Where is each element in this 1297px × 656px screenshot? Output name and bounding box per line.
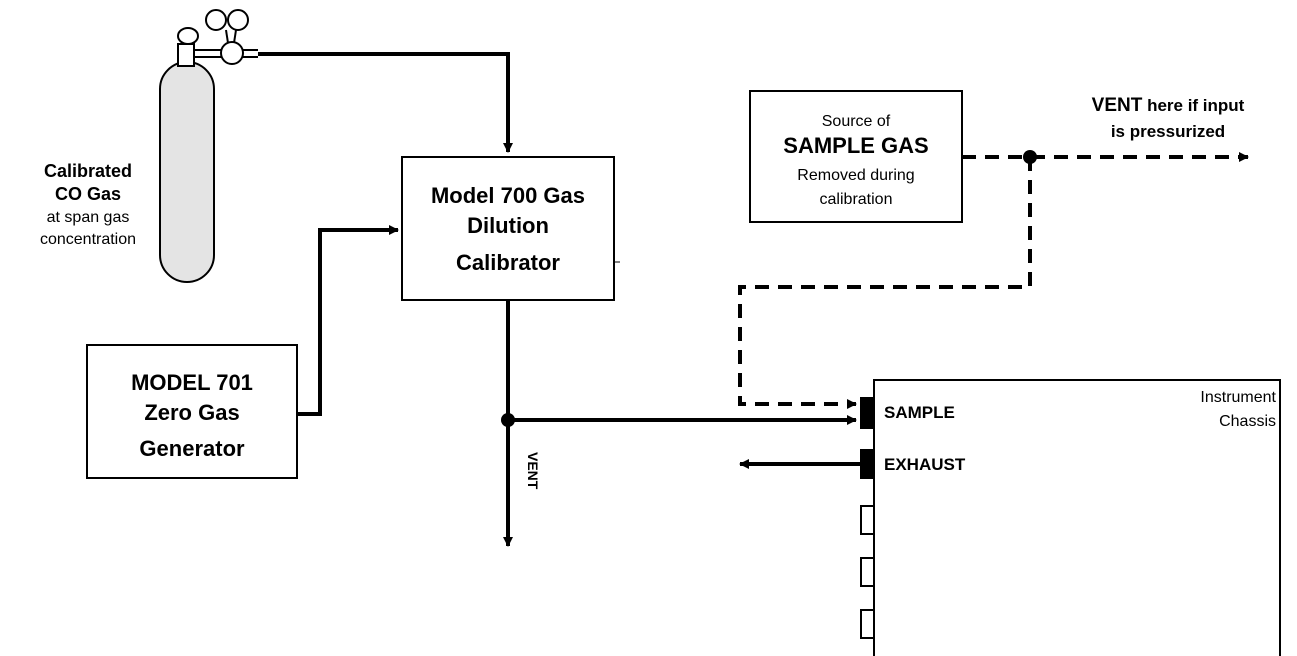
vent-note-rest: here if input bbox=[1142, 96, 1244, 115]
sample-dashed-line bbox=[738, 157, 1032, 409]
instrument-title-line1: Instrument bbox=[1200, 389, 1276, 406]
zero-gen-line2: Zero Gas bbox=[144, 400, 239, 425]
sample-port-label: SAMPLE bbox=[884, 403, 955, 422]
calibrator-box: Model 700 Gas Dilution Calibrator bbox=[401, 156, 620, 301]
sample-port bbox=[860, 397, 875, 429]
calibrator-line2: Dilution bbox=[467, 213, 549, 238]
zero-gen-line1: MODEL 701 bbox=[131, 370, 253, 395]
calibrator-line3: Calibrator bbox=[456, 250, 560, 275]
cylinder-label: Calibrated CO Gas at span gas concentrat… bbox=[40, 161, 136, 248]
cylinder-label-line2: CO Gas bbox=[55, 184, 121, 204]
exhaust-port bbox=[860, 449, 875, 479]
sample-source-line2: SAMPLE GAS bbox=[783, 133, 928, 158]
exhaust-port-label: EXHAUST bbox=[884, 455, 966, 474]
gas-cylinder-icon bbox=[159, 9, 258, 283]
cylinder-label-line3: at span gas bbox=[47, 209, 130, 226]
span-gas-line bbox=[258, 52, 513, 153]
vent-note-vent-word: VENT bbox=[1092, 95, 1143, 116]
sample-source-box: Source of SAMPLE GAS Removed during cali… bbox=[749, 90, 963, 223]
sample-source-line4: calibration bbox=[820, 191, 893, 208]
vent-note-line2: is pressurized bbox=[1111, 122, 1225, 141]
empty-port bbox=[860, 557, 875, 587]
zero-gas-generator-box: MODEL 701 Zero Gas Generator bbox=[86, 344, 298, 479]
empty-port bbox=[860, 505, 875, 535]
empty-port bbox=[860, 609, 875, 639]
vent-note: VENT here if input is pressurized bbox=[1092, 95, 1245, 141]
instrument-chassis: Instrument Chassis SAMPLE EXHAUST bbox=[860, 379, 1281, 656]
instrument-title-line2: Chassis bbox=[1219, 413, 1276, 430]
sample-source-line3: Removed during bbox=[797, 167, 914, 184]
cylinder-label-line4: concentration bbox=[40, 231, 136, 248]
calibrator-line1: Model 700 Gas bbox=[431, 183, 585, 208]
zero-gen-line3: Generator bbox=[139, 436, 245, 461]
sample-source-line1: Source of bbox=[822, 113, 891, 130]
vent-note-line1: VENT here if input bbox=[1092, 95, 1245, 116]
zero-gas-line bbox=[297, 225, 399, 416]
cylinder-label-line1: Calibrated bbox=[44, 161, 132, 181]
vent-label: VENT bbox=[525, 452, 541, 490]
